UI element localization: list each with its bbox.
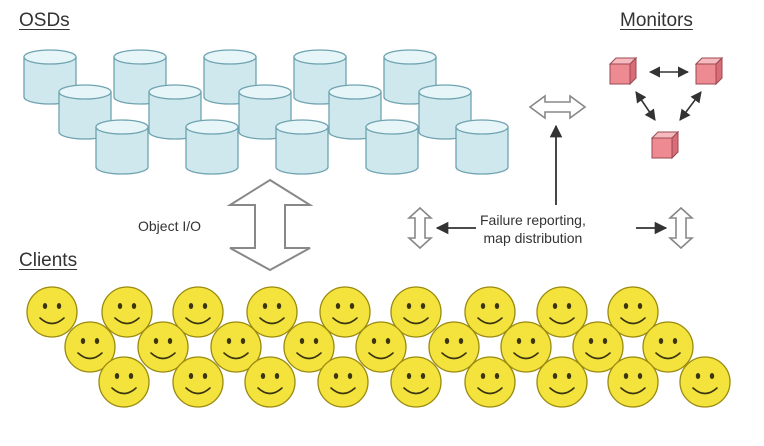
cube-icon xyxy=(608,56,638,86)
cylinder-disk-icon xyxy=(185,119,239,175)
clients-heading: Clients xyxy=(19,250,78,271)
cylinder-disk-icon xyxy=(23,49,77,105)
cylinder-disk-icon xyxy=(365,119,419,175)
smiley-face-icon xyxy=(283,321,335,373)
smiley-face-icon xyxy=(319,286,371,338)
smiley-face-icon xyxy=(536,286,588,338)
smiley-face-icon xyxy=(464,286,516,338)
osd-cluster xyxy=(23,49,509,175)
smiley-face-icon xyxy=(390,286,442,338)
smiley-face-icon xyxy=(355,321,407,373)
cylinder-disk-icon xyxy=(95,119,149,175)
smiley-face-icon xyxy=(98,356,150,408)
smiley-face-icon xyxy=(536,356,588,408)
cube-icon xyxy=(694,56,724,86)
smiley-face-icon xyxy=(137,321,189,373)
smiley-face-icon xyxy=(679,356,731,408)
smiley-face-icon xyxy=(172,286,224,338)
monitor-link-left xyxy=(635,91,656,121)
smiley-face-icon xyxy=(64,321,116,373)
smiley-face-icon xyxy=(317,356,369,408)
monitor-link-right xyxy=(679,91,702,121)
smiley-face-icon xyxy=(246,286,298,338)
failure-left-double-arrow xyxy=(406,206,434,250)
monitor-cluster xyxy=(608,56,724,160)
monitors-heading: Monitors xyxy=(620,10,693,31)
client-cluster xyxy=(26,286,731,408)
cylinder-disk-icon xyxy=(275,119,329,175)
osds-heading: OSDs xyxy=(19,10,70,31)
cylinder-disk-icon xyxy=(455,119,509,175)
object-io-double-arrow xyxy=(226,178,314,272)
smiley-face-icon xyxy=(172,356,224,408)
smiley-face-icon xyxy=(642,321,694,373)
smiley-face-icon xyxy=(464,356,516,408)
object-io-label: Object I/O xyxy=(138,218,202,234)
smiley-face-icon xyxy=(101,286,153,338)
smiley-face-icon xyxy=(607,356,659,408)
cylinder-disk-icon xyxy=(113,49,167,105)
cube-icon xyxy=(650,130,680,160)
smiley-face-icon xyxy=(244,356,296,408)
smiley-face-icon xyxy=(572,321,624,373)
smiley-face-icon xyxy=(26,286,78,338)
osd-monitor-double-arrow xyxy=(528,94,587,120)
smiley-face-icon xyxy=(607,286,659,338)
smiley-face-icon xyxy=(210,321,262,373)
smiley-face-icon xyxy=(500,321,552,373)
smiley-face-icon xyxy=(390,356,442,408)
smiley-face-icon xyxy=(428,321,480,373)
failure-right-double-arrow xyxy=(667,206,695,250)
failure-reporting-label: Failure reporting, map distribution xyxy=(480,212,586,246)
